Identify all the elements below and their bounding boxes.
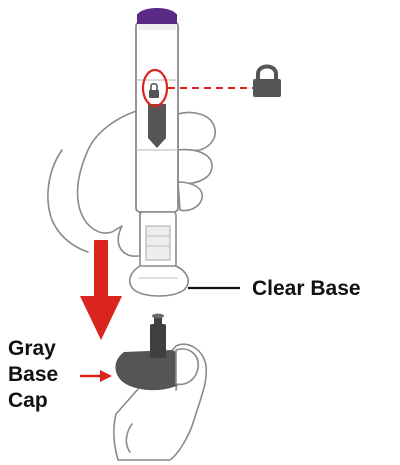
lock-callout bbox=[141, 68, 254, 108]
lock-icon bbox=[253, 64, 281, 97]
thumb bbox=[175, 348, 199, 386]
gray-base-cap bbox=[115, 313, 191, 391]
gray-base-cap-label-line: Gray bbox=[8, 337, 56, 360]
arrow-down-icon bbox=[80, 240, 122, 340]
clear-base bbox=[128, 211, 189, 297]
gray-base-cap-label-line: Cap bbox=[8, 389, 48, 412]
upper-hand bbox=[47, 109, 216, 257]
small-lock-icon bbox=[149, 82, 159, 98]
clear-base-label: Clear Base bbox=[252, 277, 361, 300]
autoinjector-pen bbox=[135, 8, 179, 213]
indicator-window bbox=[148, 104, 166, 148]
gray-base-cap-label: Gray Base Cap bbox=[8, 336, 58, 414]
arrow-right-icon bbox=[80, 370, 112, 382]
gray-base-cap-label-line: Base bbox=[8, 363, 59, 386]
